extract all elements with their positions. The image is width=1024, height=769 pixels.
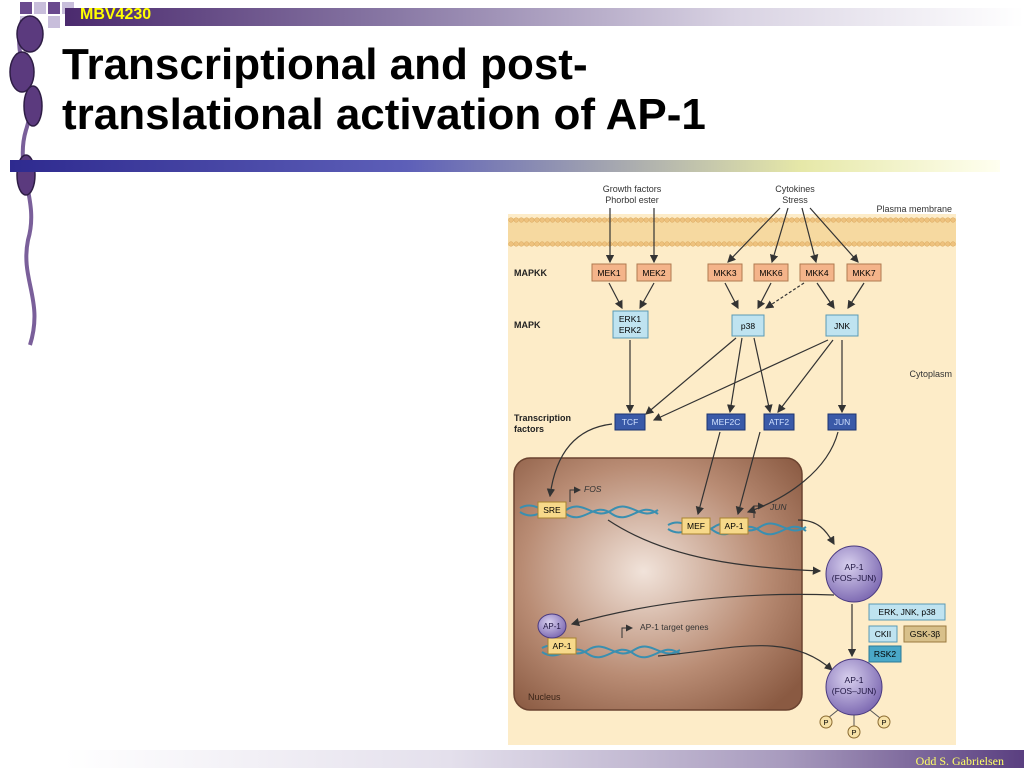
phospho-groups: P P P bbox=[819, 715, 891, 739]
mef-label: MEF bbox=[687, 521, 705, 531]
ap1-p-name: AP-1 bbox=[845, 675, 864, 685]
target-tss-arrow bbox=[621, 624, 633, 638]
ap1-complex-name: AP-1 bbox=[845, 562, 864, 572]
input-stress: Stress bbox=[782, 195, 808, 205]
tf-mef2c: MEF2C bbox=[712, 417, 741, 427]
mapkk-mkk7: MKK7 bbox=[852, 268, 875, 278]
row-label-mapkk: MAPKK bbox=[514, 268, 547, 278]
input-phorbol-ester: Phorbol ester bbox=[605, 195, 659, 205]
mapk-to-tf-arrows bbox=[625, 337, 847, 421]
mapkk-mkk6: MKK6 bbox=[759, 268, 782, 278]
ap1-bound-target bbox=[537, 613, 567, 639]
ap1-bound-label: AP-1 bbox=[543, 622, 561, 631]
tf-jun: JUN bbox=[834, 417, 851, 427]
fos-tss-arrow bbox=[569, 486, 581, 502]
ap1-element-jun-label: AP-1 bbox=[725, 521, 744, 531]
input-growth-factors: Growth factors bbox=[603, 184, 662, 194]
ap1-element-target bbox=[547, 637, 577, 655]
tf-atf2: ATF2 bbox=[769, 417, 789, 427]
target-genes-label: AP-1 target genes bbox=[640, 622, 709, 632]
title-underline bbox=[10, 160, 1000, 172]
membrane-label: Plasma membrane bbox=[876, 204, 952, 214]
input-arrows bbox=[605, 207, 859, 264]
mapkk-to-mapk-arrows bbox=[608, 282, 865, 310]
nucleus-label: Nucleus bbox=[528, 692, 561, 702]
row-label-transcription: Transcription bbox=[514, 413, 571, 423]
mapk-erk2: ERK2 bbox=[619, 325, 641, 335]
phospho-1: P bbox=[823, 718, 828, 727]
title-line-1: Transcriptional and post- bbox=[62, 40, 588, 89]
kinase-gsk3b: GSK-3β bbox=[910, 629, 941, 639]
mapk-row: ERK1 ERK2 p38 JNK bbox=[612, 310, 859, 339]
sre-label: SRE bbox=[543, 505, 561, 515]
mapkk-mkk4: MKK4 bbox=[805, 268, 828, 278]
slide-title: Transcriptional and post- translational … bbox=[62, 40, 822, 140]
phospho-2: P bbox=[851, 728, 856, 737]
input-cytokines: Cytokines bbox=[775, 184, 815, 194]
fos-gene-label: FOS bbox=[584, 484, 602, 494]
jun-gene-label: JUN bbox=[769, 502, 787, 512]
plasma-membrane bbox=[508, 217, 956, 247]
mapkk-row: MEK1 MEK2 MKK3 MKK6 MKK4 MKK7 bbox=[591, 263, 882, 282]
mapk-jnk: JNK bbox=[834, 321, 850, 331]
header-bar bbox=[65, 8, 1024, 26]
row-label-mapk: MAPK bbox=[514, 320, 541, 330]
kinase-erk-jnk-p38: ERK, JNK, p38 bbox=[878, 607, 935, 617]
kinase-ckii: CKII bbox=[875, 629, 892, 639]
bead-chain-decoration bbox=[9, 15, 44, 346]
course-code: MBV4230 bbox=[80, 6, 152, 23]
tf-to-dna-arrows bbox=[546, 423, 857, 671]
mapk-erk1: ERK1 bbox=[619, 314, 641, 324]
transcription-factor-row: TCF MEF2C ATF2 JUN bbox=[614, 413, 857, 431]
mapkk-mek2: MEK2 bbox=[642, 268, 665, 278]
sre-element bbox=[537, 501, 567, 519]
mapkk-mkk3: MKK3 bbox=[713, 268, 736, 278]
ap1-complex-sub: (FOS–JUN) bbox=[832, 573, 877, 583]
ap1-pathway-diagram: Plasma membrane Growth factors Phorbol e… bbox=[508, 184, 956, 745]
ap1-element-target-label: AP-1 bbox=[553, 641, 572, 651]
author-name: Odd S. Gabrielsen bbox=[915, 754, 1004, 768]
ap1-p-sub: (FOS–JUN) bbox=[832, 686, 877, 696]
ap1-element-jun bbox=[719, 517, 749, 535]
cytoplasm-label: Cytoplasm bbox=[909, 369, 952, 379]
mapkk-mek1: MEK1 bbox=[597, 268, 620, 278]
mapk-p38: p38 bbox=[741, 321, 755, 331]
ap1-complex bbox=[825, 545, 883, 603]
kinase-rsk2: RSK2 bbox=[874, 649, 896, 659]
nucleus bbox=[513, 457, 803, 711]
footer-bar bbox=[65, 750, 1024, 768]
title-line-2: translational activation of AP-1 bbox=[62, 90, 706, 139]
row-label-factors: factors bbox=[514, 424, 544, 434]
mef-element bbox=[681, 517, 711, 535]
kinase-group: ERK, JNK, p38 CKII GSK-3β RSK2 bbox=[868, 603, 947, 663]
phospho-3: P bbox=[881, 718, 886, 727]
tf-tcf: TCF bbox=[622, 417, 639, 427]
